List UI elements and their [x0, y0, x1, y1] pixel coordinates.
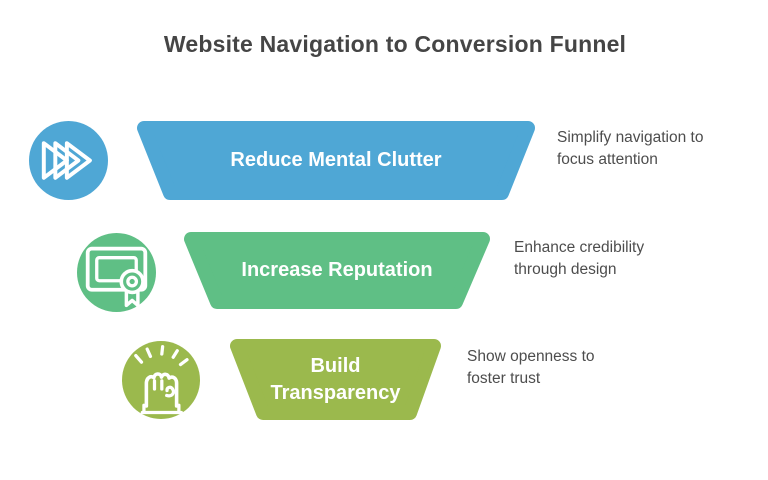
stage2-trapezoid: [184, 232, 490, 309]
fast-forward-chevrons-icon: [29, 121, 108, 200]
stage3-description: Show openness to foster trust: [467, 348, 595, 387]
stage1-label: Reduce Mental Clutter: [230, 149, 442, 172]
stage1-trapezoid: [137, 121, 535, 200]
raised-fist-icon: [122, 341, 200, 419]
stage3-bar-shape: [228, 339, 443, 420]
stage2-icon-circle: [77, 233, 156, 312]
page-title: Website Navigation to Conversion Funnel: [163, 31, 627, 57]
certificate-icon: [77, 233, 156, 312]
stage3-trapezoid: [230, 339, 441, 420]
stage2-label: Increase Reputation: [241, 259, 433, 282]
stage1-icon-circle: [29, 121, 108, 200]
stage1-bar-shape: [135, 121, 537, 200]
stage3-label: Build Transparency: [270, 355, 401, 404]
stage3-icon-circle: [122, 341, 200, 419]
stage2-bar-shape: [182, 232, 492, 309]
stage2-description: Enhance credibility through design: [514, 239, 645, 278]
stage1-description: Simplify navigation to focus attention: [557, 129, 704, 168]
